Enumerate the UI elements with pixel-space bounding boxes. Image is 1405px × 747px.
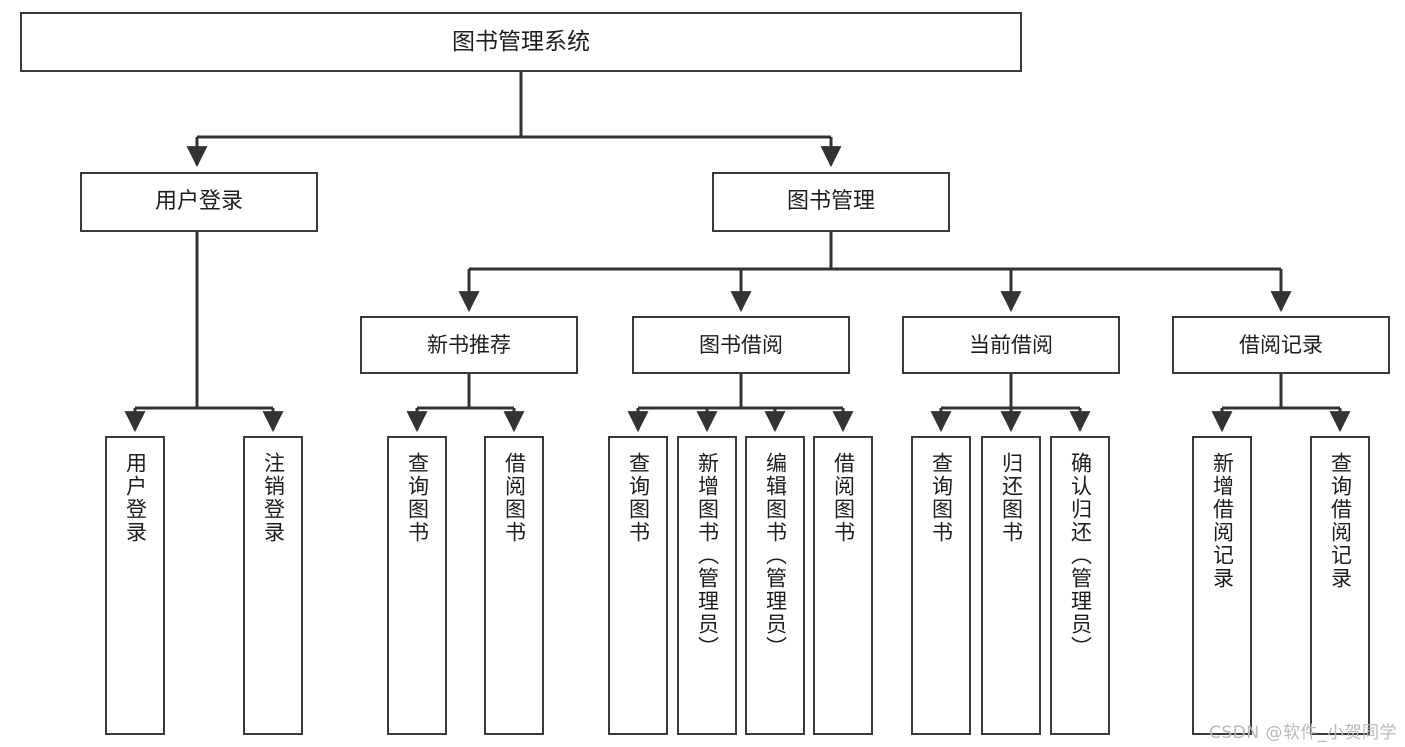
leaf-add-record-label: 新增借阅记录: [1210, 452, 1235, 590]
node-borrow-record-label: 借阅记录: [1239, 332, 1323, 357]
leaf-query-record-label: 查询借阅记录: [1328, 452, 1353, 590]
leaf-query-book-3[interactable]: 查询图书: [911, 436, 971, 735]
leaf-user-logout[interactable]: 注销登录: [243, 436, 303, 735]
node-book-borrow-label: 图书借阅: [699, 332, 783, 357]
leaf-query-book-1-label: 查询图书: [405, 452, 430, 544]
node-user-login-label: 用户登录: [154, 189, 243, 215]
node-current-borrow[interactable]: 当前借阅: [902, 316, 1120, 374]
leaf-edit-book[interactable]: 编辑图书（管理员）: [745, 436, 805, 735]
leaf-add-book-label: 新增图书（管理员）: [695, 452, 720, 659]
leaf-borrow-book-1[interactable]: 借阅图书: [484, 436, 544, 735]
leaf-edit-book-label: 编辑图书（管理员）: [763, 452, 788, 659]
node-book-borrow[interactable]: 图书借阅: [632, 316, 850, 374]
leaf-add-book[interactable]: 新增图书（管理员）: [677, 436, 737, 735]
node-borrow-record[interactable]: 借阅记录: [1172, 316, 1390, 374]
leaf-query-book-2-label: 查询图书: [626, 452, 651, 544]
node-book-manage-label: 图书管理: [786, 189, 875, 215]
node-root[interactable]: 图书管理系统: [20, 12, 1022, 72]
node-new-book-recommend[interactable]: 新书推荐: [360, 316, 578, 374]
node-new-book-recommend-label: 新书推荐: [427, 332, 511, 357]
leaf-borrow-book-2[interactable]: 借阅图书: [813, 436, 873, 735]
csdn-watermark: CSDN @软件_小贺同学: [1209, 723, 1397, 743]
leaf-borrow-book-1-label: 借阅图书: [502, 452, 527, 544]
leaf-query-book-2[interactable]: 查询图书: [608, 436, 668, 735]
leaf-confirm-return-label: 确认归还（管理员）: [1068, 452, 1093, 659]
node-current-borrow-label: 当前借阅: [969, 332, 1053, 357]
leaf-confirm-return[interactable]: 确认归还（管理员）: [1050, 436, 1110, 735]
leaf-query-book-1[interactable]: 查询图书: [387, 436, 447, 735]
node-user-login[interactable]: 用户登录: [80, 172, 318, 232]
leaf-return-book-label: 归还图书: [999, 452, 1024, 544]
node-root-label: 图书管理系统: [452, 28, 590, 55]
leaf-user-logout-label: 注销登录: [261, 452, 286, 544]
leaf-query-book-3-label: 查询图书: [929, 452, 954, 544]
node-book-manage[interactable]: 图书管理: [712, 172, 950, 232]
leaf-add-record[interactable]: 新增借阅记录: [1192, 436, 1252, 735]
leaf-return-book[interactable]: 归还图书: [981, 436, 1041, 735]
leaf-borrow-book-2-label: 借阅图书: [831, 452, 856, 544]
leaf-user-login-label: 用户登录: [123, 452, 148, 544]
leaf-user-login[interactable]: 用户登录: [105, 436, 165, 735]
leaf-query-record[interactable]: 查询借阅记录: [1310, 436, 1370, 735]
